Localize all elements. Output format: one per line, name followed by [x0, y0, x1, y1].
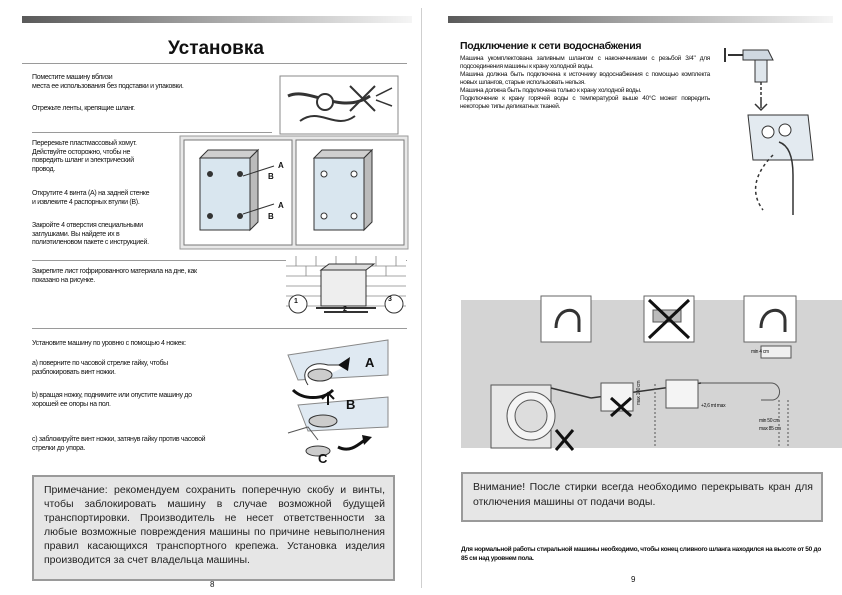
step-7c: с) заблокируйте винт ножки, затянув гайк…: [32, 436, 206, 452]
left-header-bar: [22, 16, 412, 23]
label-max100: max 100 cm: [636, 380, 642, 405]
page-gutter: [421, 8, 422, 588]
step-1: Поместите машину вблизи места ее использ…: [32, 74, 184, 90]
step-2: Отрежьте ленты, крепящие шланг.: [32, 105, 135, 112]
page-title: Установка: [168, 38, 264, 59]
step-7: Установите машину по уровню с помощью 4 …: [32, 340, 186, 347]
footer-note: Для нормальной работы стиральной машины …: [461, 546, 821, 562]
section-body: Машина укомплектована заливным шлангом с…: [460, 55, 710, 110]
fig-num-3: 3: [388, 296, 392, 303]
water-tap-illustration: [724, 48, 814, 215]
label-min4: min 4 cm: [751, 349, 769, 355]
fig-num-1: 1: [294, 298, 298, 305]
fig-num-2: 2: [343, 306, 347, 313]
warning-box: Внимание! После стирки всегда необходимо…: [461, 472, 823, 522]
drain-connection-diagram: [461, 295, 842, 451]
step-6: Закрепите лист гофрированного материала …: [32, 268, 197, 284]
step-3: Перережьте пластмассовый хомут. Действуй…: [32, 140, 137, 173]
page-number-left: 8: [210, 580, 215, 589]
fig-label-b-3: B: [346, 397, 356, 412]
right-header-bar: [448, 16, 833, 23]
title-divider: [22, 63, 407, 64]
note-text: Примечание: рекомендуем сохранить попере…: [44, 484, 385, 566]
label-max85: max 85 cm: [759, 426, 781, 432]
note-box: Примечание: рекомендуем сохранить попере…: [32, 475, 395, 581]
step-5: Закройте 4 отверстия специальными заглуш…: [32, 222, 149, 246]
step-7b: b) вращая ножку, поднимите или опустите …: [32, 392, 192, 408]
warning-text: Внимание! После стирки всегда необходимо…: [473, 481, 813, 508]
fig-label-a-3: A: [365, 355, 375, 370]
step-7a: а) поверните по часовой стрелке гайку, ч…: [32, 360, 168, 376]
corrugated-sheet-illustration: [286, 256, 406, 322]
fig-label-a-2: A: [278, 201, 284, 210]
fig-label-a-1: A: [278, 161, 284, 170]
leveling-feet-illustration: [287, 339, 389, 457]
section-title: Подключение к сети водоснабжения: [460, 40, 642, 52]
fig-label-c: C: [318, 451, 328, 466]
fig-label-b-2: B: [268, 212, 274, 221]
label-min50: min 50 cm: [759, 418, 780, 424]
label-plus26: +2,6 mt max: [701, 403, 726, 409]
page-number-right: 9: [631, 575, 636, 584]
step-4: Открутите 4 винта (А) на задней стенке и…: [32, 190, 150, 206]
fig-label-b-1: B: [268, 172, 274, 181]
right-page: Подключение к сети водоснабжения Машина …: [433, 10, 842, 585]
rear-panel-illustration: [179, 135, 409, 250]
left-page: Установка Поместите машину вблизи места …: [10, 10, 412, 589]
hose-cutting-illustration: [279, 75, 399, 135]
